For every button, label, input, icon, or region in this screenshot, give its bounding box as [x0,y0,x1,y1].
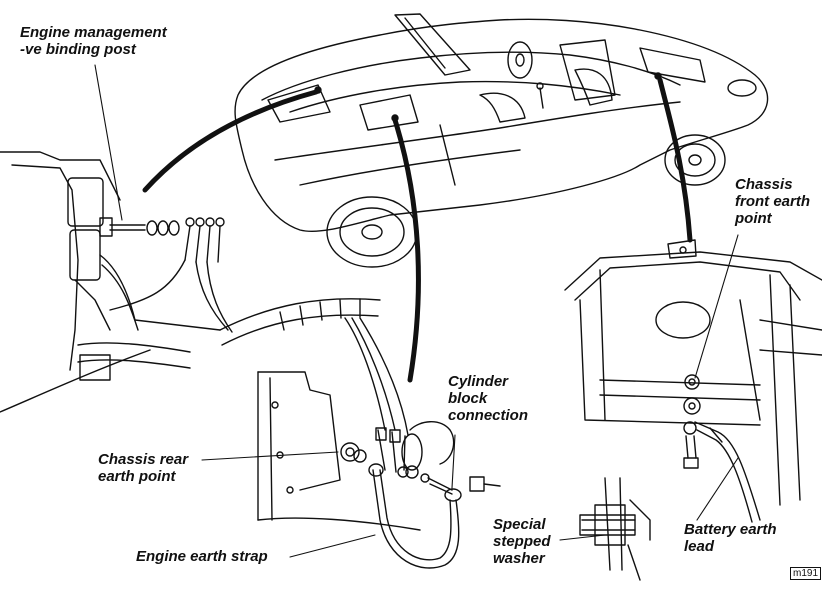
engine-earth-strap-label: Engine earth strap [136,548,268,565]
engine-strap-inset [219,298,501,569]
figure-reference: m191 [790,567,822,580]
engine-management-label: Engine management -ve binding post [20,24,167,58]
special-washer-label: Special stepped washer [493,516,551,567]
cylinder-block-label: Cylinder block connection [448,373,529,424]
engine-bay-inset [0,151,233,413]
chassis-rear-earth-label: Chassis rear earth point [98,451,189,485]
battery-earth-lead-label: Battery earth lead [684,521,777,555]
chassis-front-inset [564,239,822,581]
car-drawing [234,13,769,268]
callout-leaders [94,64,739,558]
connector-curves [142,77,693,383]
chassis-front-earth-label: Chassis front earth point [735,176,810,227]
